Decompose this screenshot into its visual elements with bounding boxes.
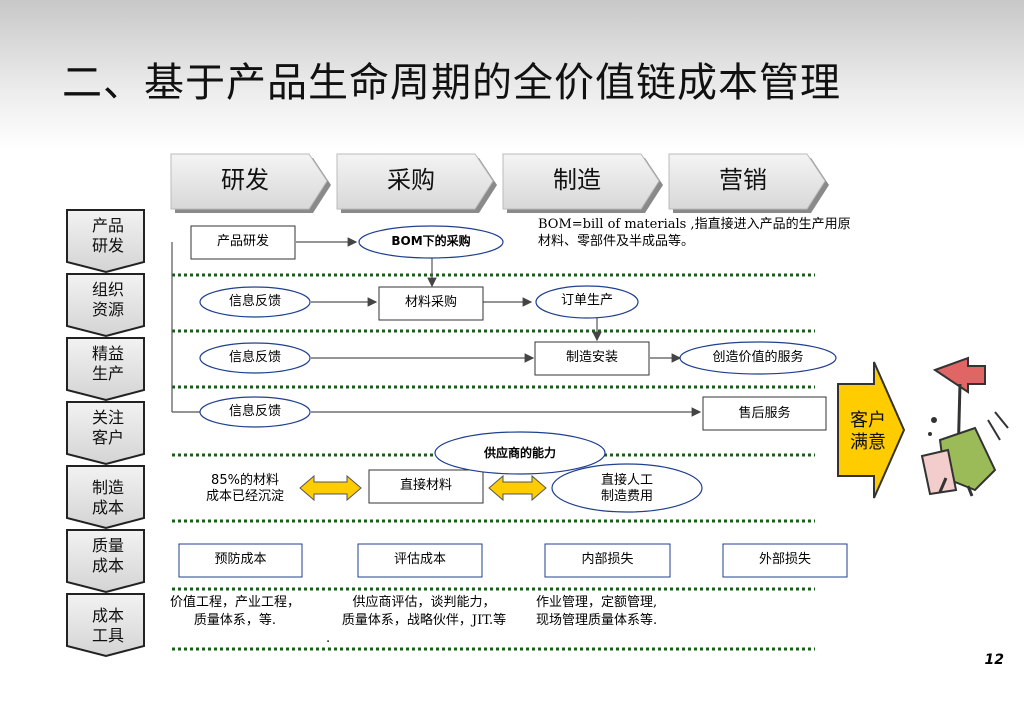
direct-labor-ellipse xyxy=(551,463,703,513)
row-label-shapes xyxy=(66,209,145,658)
prevention-cost-label: 预防成本 xyxy=(214,552,267,567)
feedback3-ellipse xyxy=(199,396,311,428)
bom-purchase-ellipse xyxy=(358,225,504,259)
row-label-customer-focus: 关注客户 xyxy=(91,408,124,447)
manufacture-assembly-box xyxy=(534,341,650,376)
page-title: 二、基于产品生命周期的全价值链成本管理 xyxy=(62,60,841,106)
prevention-box xyxy=(178,543,303,578)
feedback3-label: 信息反馈 xyxy=(228,404,281,419)
page-number: 12 xyxy=(984,652,1004,668)
row-label-cost-tools: 成本工具 xyxy=(91,606,124,645)
tools-rd: 价值工程，产业工程，质量体系，等. xyxy=(169,595,300,628)
value-service-ellipse xyxy=(679,341,837,375)
direct-material-label: 直接材料 xyxy=(399,478,452,493)
customer-satisfaction-arrow xyxy=(837,361,906,499)
feedback1-label: 信息反馈 xyxy=(228,294,281,309)
direct-material-box xyxy=(368,469,484,504)
internal-loss-label: 内部损失 xyxy=(581,552,634,567)
row-label-lean-production: 精益生产 xyxy=(91,344,124,383)
appraisal-cost-label: 评估成本 xyxy=(393,552,446,567)
product-dev-box xyxy=(190,225,296,260)
direct-labor-label: 直接人工制造费用 xyxy=(600,473,653,504)
supplier-capability-ellipse xyxy=(434,431,606,475)
phase-manufacture: 制造 xyxy=(553,166,601,194)
row-label-org-resources: 组织资源 xyxy=(91,280,124,319)
tools-purchase: 供应商评估，谈判能力，质量体系，战略伙伴，JIT.等 . xyxy=(326,595,507,646)
after-sales-label: 售后服务 xyxy=(738,406,791,421)
phase-marketing: 营销 xyxy=(719,166,767,194)
customer-satisfaction-label: 客户 满意 xyxy=(850,410,886,453)
row-separators xyxy=(172,273,815,651)
sunk-cost-arrow xyxy=(299,474,362,502)
tools-manufacture: 作业管理，定额管理,现场管理质量体系等. xyxy=(536,595,658,628)
node-boxes xyxy=(190,225,827,504)
node-ellipses xyxy=(199,225,837,513)
appraisal-box xyxy=(357,543,483,578)
connectors xyxy=(171,237,702,417)
external-loss-label: 外部损失 xyxy=(758,552,811,567)
row-label-manufacturing-cost: 制造成本 xyxy=(91,478,124,517)
external-loss-box xyxy=(722,543,848,578)
feedback2-ellipse xyxy=(199,342,311,374)
manufacture-assembly-label: 制造安装 xyxy=(565,350,618,365)
supplier-capability-label: 供应商的能力 xyxy=(483,446,556,460)
product-dev-label: 产品研发 xyxy=(216,234,269,249)
phase-purchase: 采购 xyxy=(387,166,435,194)
sunk-cost-label: 85%的材料成本已经沉淀 xyxy=(205,473,284,504)
internal-loss-box xyxy=(544,543,671,578)
value-service-label: 创造价值的服务 xyxy=(712,350,804,365)
bom-purchase-label: BOM下的采购 xyxy=(391,234,471,248)
cost-boxes xyxy=(178,543,848,578)
phase-chevrons xyxy=(170,153,829,213)
order-production-label: 订单生产 xyxy=(560,293,613,308)
direct-material-labor-arrow xyxy=(488,474,547,502)
material-purchase-label: 材料采购 xyxy=(404,295,457,310)
phase-rd: 研发 xyxy=(221,166,269,194)
after-sales-box xyxy=(702,396,827,431)
double-arrows xyxy=(299,474,547,502)
row-label-product-rd: 产品研发 xyxy=(91,216,124,255)
bom-note: BOM=bill of materials ,指直接进入产品的生产用原 材料、零… xyxy=(538,217,851,249)
feedback2-label: 信息反馈 xyxy=(228,350,281,365)
clipart-figure xyxy=(920,356,1009,497)
order-production-ellipse xyxy=(535,285,639,319)
material-purchase-box xyxy=(378,286,484,321)
row-label-quality-cost: 质量成本 xyxy=(91,536,124,575)
feedback1-ellipse xyxy=(199,286,311,318)
